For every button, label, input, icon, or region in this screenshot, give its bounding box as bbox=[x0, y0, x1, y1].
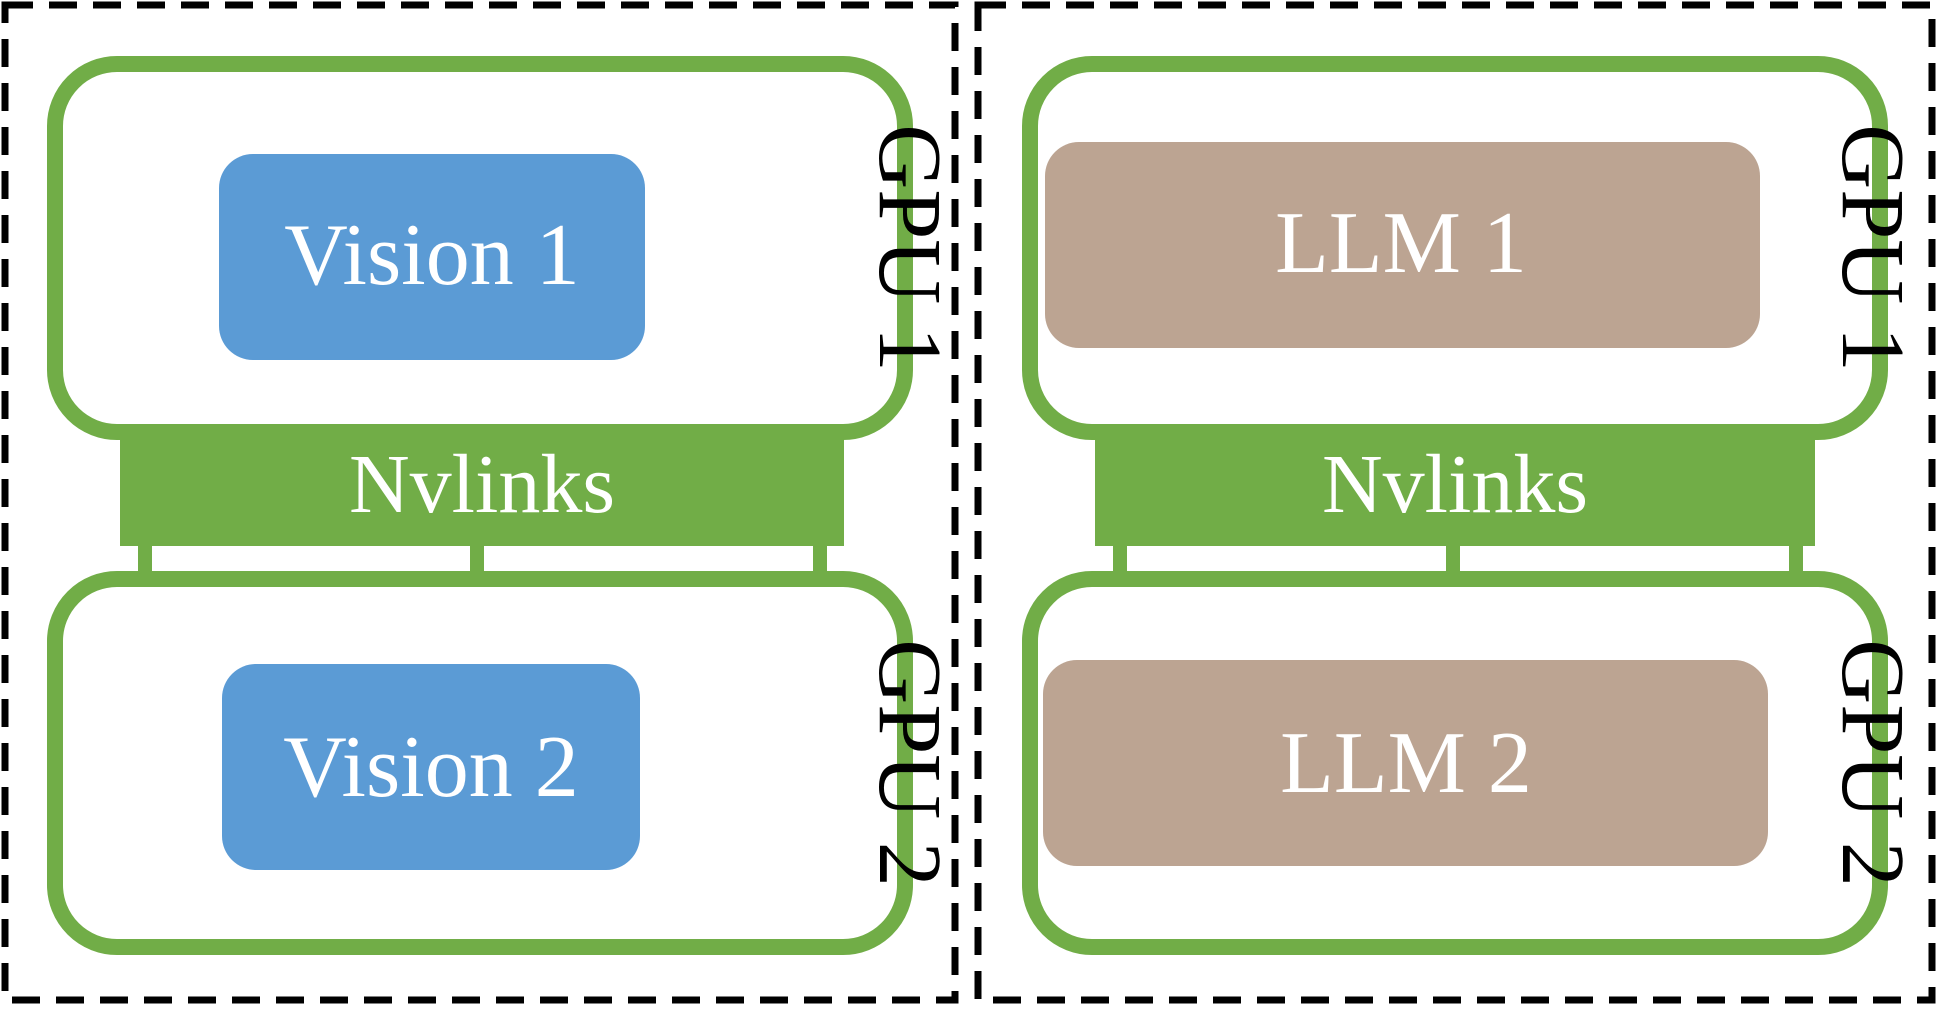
model-block-label: Vision 1 bbox=[284, 207, 579, 304]
group-llm: Nvlinks LLM 1 GPU 1 LLM 2 GPU 2 bbox=[974, 1, 1936, 1004]
group-llm-border bbox=[974, 1, 1936, 1004]
group-vision-border bbox=[1, 1, 959, 1004]
gpu-card-llm-1: LLM 1 GPU 1 bbox=[1022, 56, 1922, 440]
model-block bbox=[1043, 660, 1768, 866]
nvlink-label: Nvlinks bbox=[1322, 438, 1588, 531]
model-block bbox=[219, 154, 645, 360]
gpu-label: GPU 2 bbox=[1823, 639, 1922, 887]
gpu-card-vision-1: Vision 1 GPU 1 bbox=[47, 56, 959, 440]
nvlink-bar-llm: Nvlinks bbox=[1095, 432, 1815, 546]
gpu-card-vision-2: Vision 2 GPU 2 bbox=[47, 571, 959, 955]
gpu-label: GPU 1 bbox=[860, 124, 959, 372]
nvlink-label: Nvlinks bbox=[349, 438, 615, 531]
nvlink-bar bbox=[1095, 432, 1815, 546]
model-block bbox=[222, 664, 640, 870]
gpu-label: GPU 1 bbox=[1823, 124, 1922, 372]
model-block-label: LLM 1 bbox=[1275, 195, 1527, 292]
nvlink-bar-vision: Nvlinks bbox=[120, 432, 844, 546]
model-block bbox=[1045, 142, 1760, 348]
model-block-label: Vision 2 bbox=[283, 719, 578, 816]
gpu-card-llm-2: LLM 2 GPU 2 bbox=[1022, 571, 1922, 955]
nvlink-bar bbox=[120, 432, 844, 546]
group-vision: Nvlinks Vision 1 GPU 1 Vision 2 GPU 2 bbox=[1, 1, 959, 1004]
model-block-label: LLM 2 bbox=[1280, 715, 1532, 812]
gpu-label: GPU 2 bbox=[860, 639, 959, 887]
